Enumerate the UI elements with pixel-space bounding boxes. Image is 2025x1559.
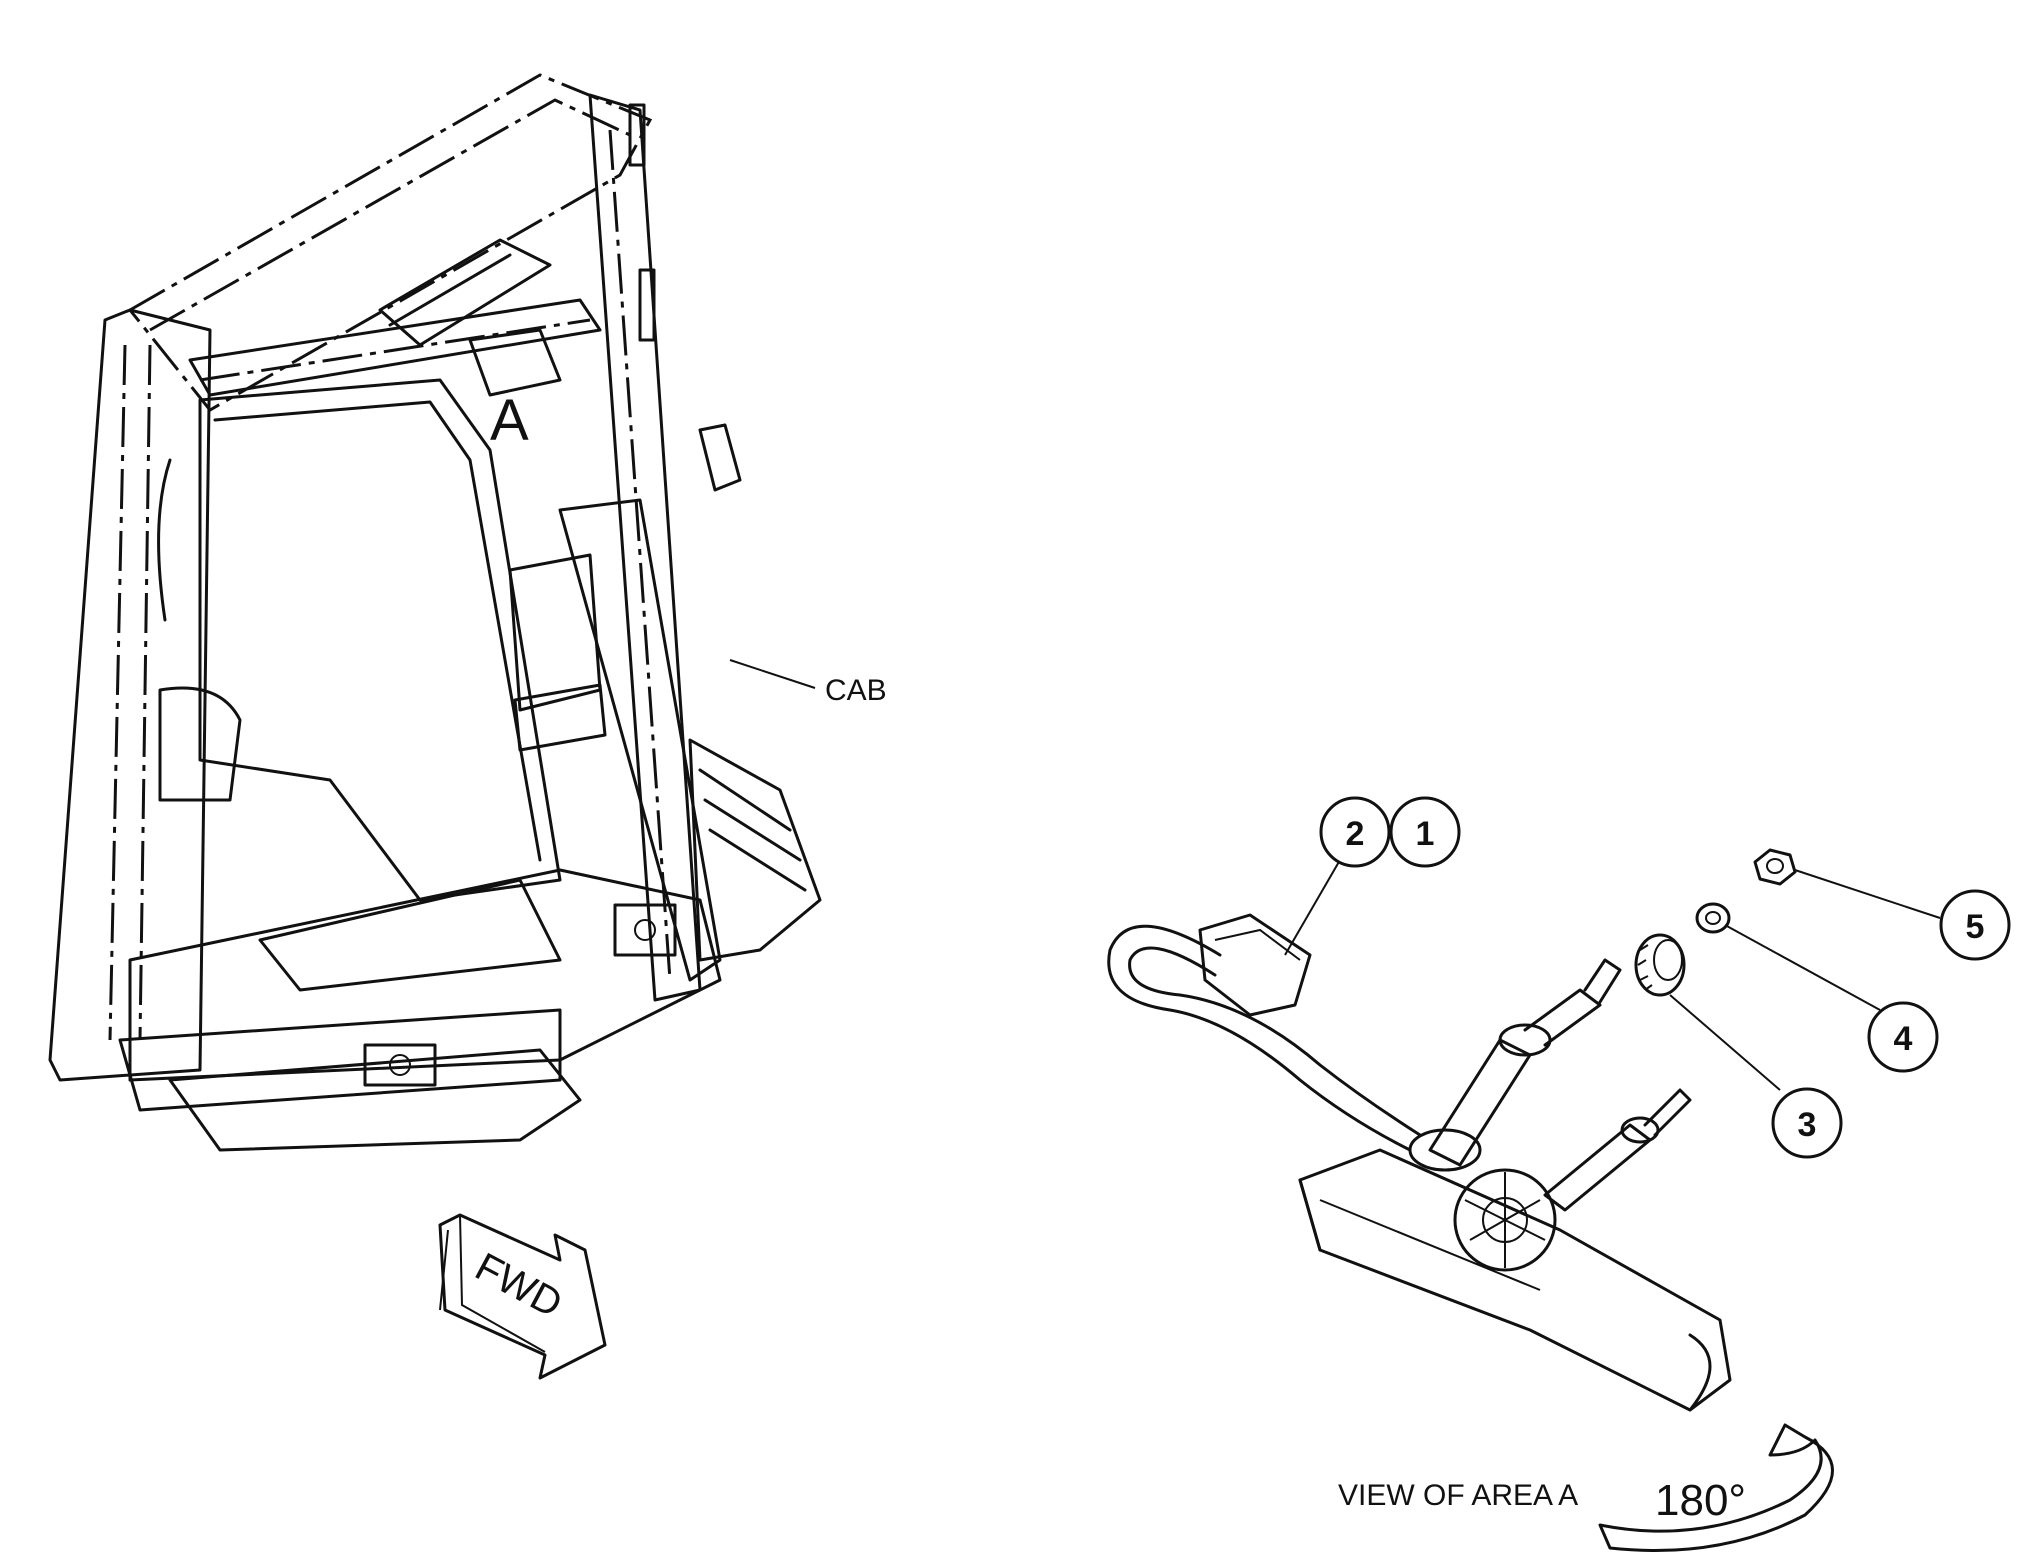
view-caption: VIEW OF AREA A xyxy=(1338,1479,1578,1512)
callout-3: 3 xyxy=(1771,1087,1843,1159)
callout-5-leader xyxy=(1794,869,1941,919)
area-a-label: A xyxy=(490,388,529,453)
callout-4-number: 4 xyxy=(1894,1020,1913,1058)
callout-5: 5 xyxy=(1939,889,2011,961)
callout-1: 1 xyxy=(1389,796,1461,868)
cab-leader-line xyxy=(729,659,816,689)
callout-2: 2 xyxy=(1319,796,1391,868)
callout-2-leader xyxy=(1284,859,1341,956)
callout-4: 4 xyxy=(1867,1001,1939,1073)
callout-2-number: 2 xyxy=(1346,815,1365,853)
callout-4-leader xyxy=(1724,924,1881,1011)
forward-direction-arrow-icon xyxy=(438,1213,607,1380)
rotate-180-arrow-icon xyxy=(1598,1423,1834,1553)
knurled-nut-part xyxy=(1634,933,1686,997)
callout-3-number: 3 xyxy=(1798,1106,1817,1144)
callout-5-number: 5 xyxy=(1966,908,1985,946)
callout-1-number: 1 xyxy=(1416,815,1435,853)
cab-label: CAB xyxy=(825,674,887,707)
washer-part xyxy=(1695,902,1731,934)
hex-nut-part xyxy=(1753,848,1797,886)
cab-frame-illustration xyxy=(48,73,822,1152)
callout-3-leader xyxy=(1669,994,1781,1091)
wiper-motor-illustration xyxy=(1107,913,1732,1412)
rotation-label: 180° xyxy=(1655,1476,1746,1525)
